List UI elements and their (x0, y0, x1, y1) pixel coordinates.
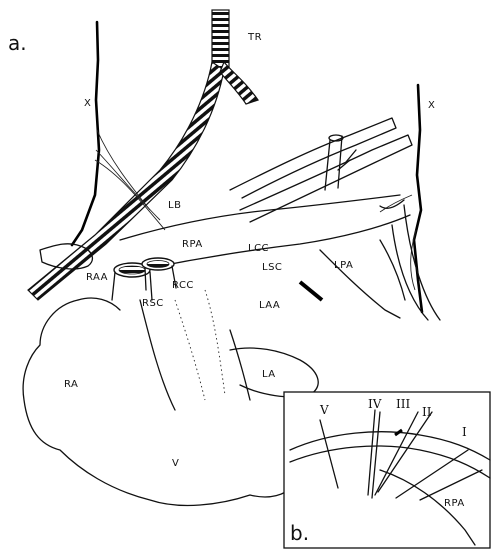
label-rsc: RSC (142, 298, 164, 309)
trachea (28, 10, 258, 300)
vessel-openings (112, 258, 322, 300)
roman-i: I (462, 425, 467, 439)
label-lpa: LPA (334, 260, 353, 271)
label-rcc: RCC (172, 280, 194, 291)
label-v: V (172, 458, 179, 469)
roman-v: V (319, 403, 329, 417)
roman-iii: III (396, 397, 410, 411)
label-tr: TR (247, 32, 262, 43)
label-lsc: LSC (262, 262, 282, 273)
label-ra: RA (64, 379, 78, 390)
panel-b: V IV III II I RPA b. (284, 392, 490, 548)
label-rpa: RPA (182, 239, 203, 250)
label-laa: LAA (259, 300, 280, 311)
great-vessels (120, 118, 440, 320)
roman-ii: II (422, 405, 432, 419)
label-rpa-inset: RPA (444, 498, 465, 509)
label-x-right: X (428, 100, 435, 111)
label-lcc: LCC (248, 243, 269, 254)
label-lb: LB (168, 200, 181, 211)
heart (23, 290, 318, 505)
roman-iv: IV (368, 397, 382, 411)
label-raa: RAA (86, 272, 108, 283)
panel-b-label: b. (290, 521, 309, 545)
vagus-nerve-right (380, 85, 422, 312)
panel-a-label: a. (8, 31, 27, 55)
label-la: LA (262, 369, 276, 380)
label-x-left: X (84, 98, 91, 109)
